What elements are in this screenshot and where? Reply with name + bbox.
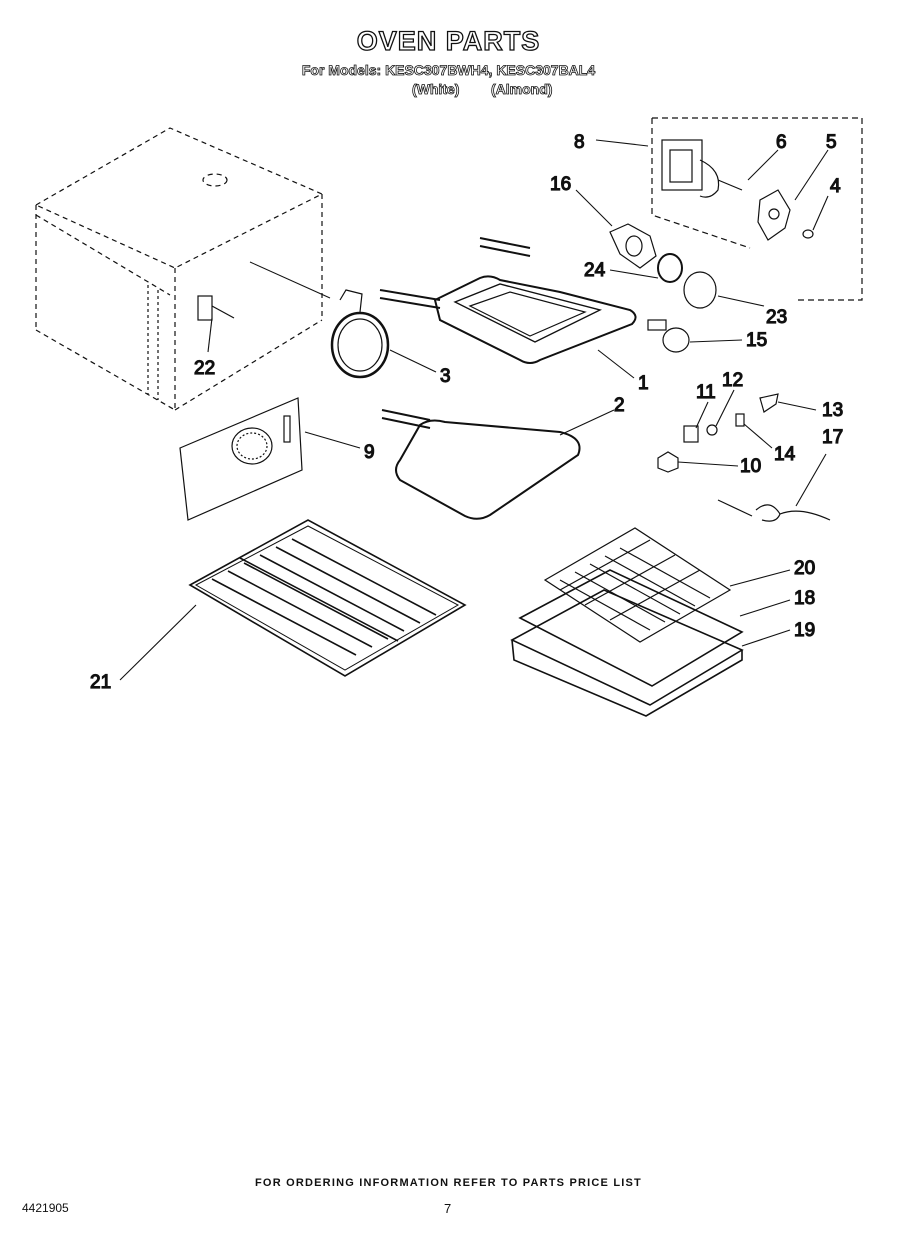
part-17-probe <box>717 499 831 522</box>
callout-13: 13 <box>822 400 843 421</box>
part-22-bracket <box>197 295 235 321</box>
leader-lines <box>119 139 829 681</box>
callout-22: 22 <box>194 358 215 379</box>
ordering-info: FOR ORDERING INFORMATION REFER TO PARTS … <box>255 1177 642 1189</box>
callout-20: 20 <box>794 558 815 579</box>
callout-10: 10 <box>740 456 761 477</box>
callout-17: 17 <box>822 427 843 448</box>
part-16-light-socket <box>609 223 657 269</box>
callout-4: 4 <box>830 176 841 197</box>
callout-12: 12 <box>722 370 743 391</box>
page-number: 7 <box>444 1201 452 1216</box>
variant-white: (White) <box>412 81 460 98</box>
callout-8: 8 <box>574 132 585 153</box>
callout-18: 18 <box>794 588 815 609</box>
callout-9: 9 <box>364 442 375 463</box>
model-numbers: For Models: KESC307BWH4, KESC307BAL4 <box>301 62 596 79</box>
part-20-broiler-grid <box>543 527 732 643</box>
part-19-broiler-pan <box>510 589 744 717</box>
small-parts-10-14 <box>657 393 779 473</box>
callout-16: 16 <box>550 174 571 195</box>
page-title: OVEN PARTS <box>356 25 541 56</box>
part-21-oven-rack <box>188 519 467 677</box>
part-4-nut <box>802 229 814 239</box>
callout-15: 15 <box>746 330 767 351</box>
part-2-bake-element <box>381 409 581 520</box>
part-15-bulb <box>647 319 690 353</box>
callout-21: 21 <box>90 672 111 693</box>
part-8-fan-motor <box>651 117 863 301</box>
part-18-broiler-insert <box>518 569 744 687</box>
callout-6: 6 <box>776 132 787 153</box>
callout-19: 19 <box>794 620 815 641</box>
part-3-ring <box>330 289 390 379</box>
callout-11: 11 <box>696 382 716 403</box>
part-9-cover <box>179 397 303 521</box>
part-1-broil-element <box>379 237 637 364</box>
callout-3: 3 <box>440 366 451 387</box>
callout-1: 1 <box>638 373 649 394</box>
callout-14: 14 <box>774 444 796 465</box>
part-23-lens <box>683 271 717 309</box>
oven-cavity <box>35 127 324 411</box>
variant-almond: (Almond) <box>491 81 553 98</box>
callout-5: 5 <box>826 132 837 153</box>
callout-2: 2 <box>614 395 625 416</box>
part-24-gasket <box>657 253 683 283</box>
part-5-fan-blade <box>757 189 791 241</box>
callout-24: 24 <box>584 260 606 281</box>
document-number: 4421905 <box>22 1201 69 1215</box>
callout-23: 23 <box>766 307 787 328</box>
